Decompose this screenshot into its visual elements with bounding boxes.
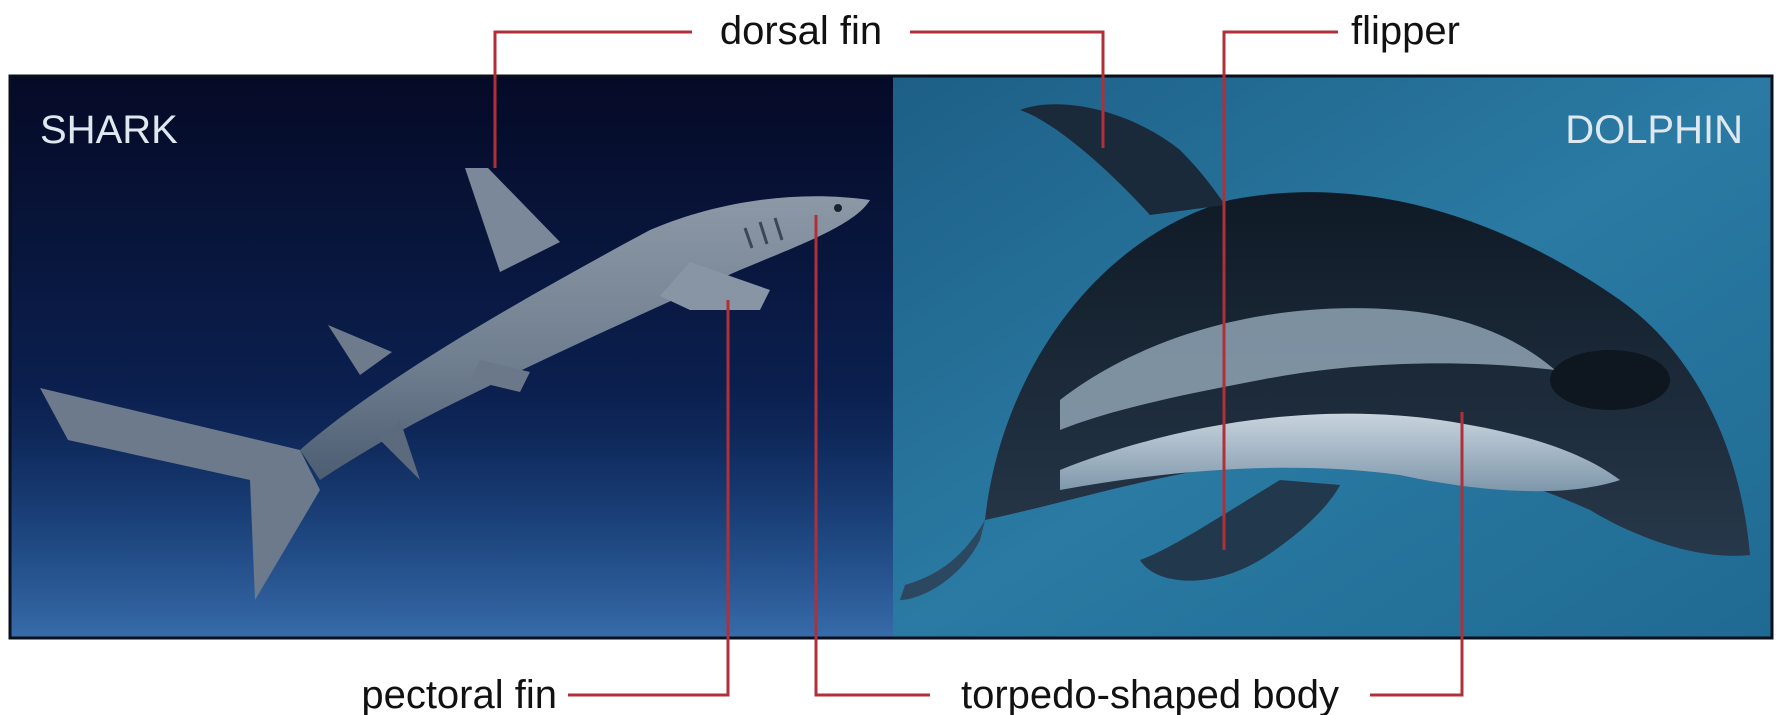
shark-panel: SHARK [10, 76, 893, 638]
dolphin-panel: DOLPHIN [893, 76, 1772, 638]
dorsal-fin-label: dorsal fin [720, 9, 882, 53]
flipper-label: flipper [1351, 9, 1460, 53]
torpedo-body-label: torpedo-shaped body [961, 673, 1339, 715]
shark-panel-title: SHARK [40, 108, 178, 152]
dolphin-panel-title: DOLPHIN [1565, 108, 1743, 152]
pectoral-fin-label: pectoral fin [361, 673, 557, 715]
sea-floor [10, 430, 893, 638]
